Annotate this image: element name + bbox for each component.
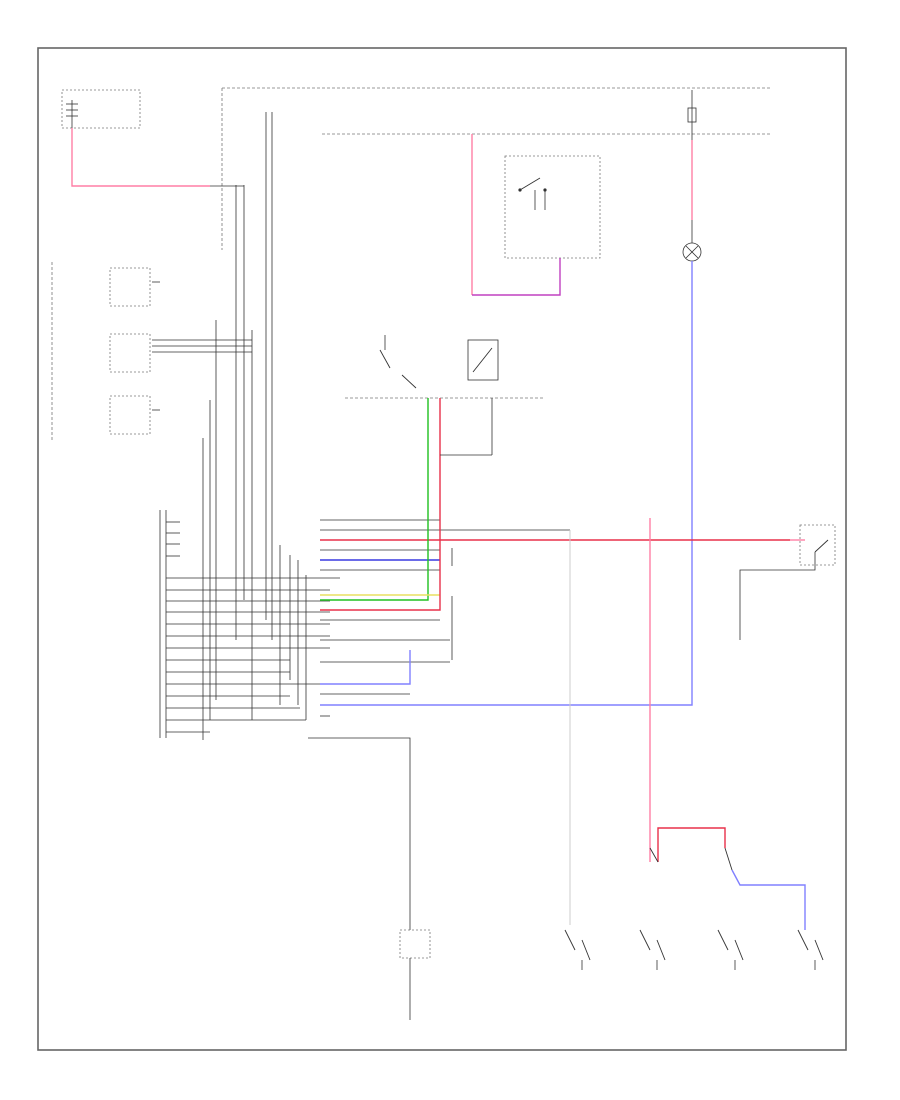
wire-red-top-left bbox=[71, 128, 210, 187]
door-switch-3 bbox=[717, 929, 744, 970]
door-switch-2 bbox=[639, 929, 666, 970]
bottom-sensor bbox=[399, 929, 431, 1020]
bottom-switch-pair bbox=[649, 847, 733, 871]
right-side-switch bbox=[739, 524, 836, 640]
wire-light-blue-bottom bbox=[731, 869, 806, 930]
diagram-frame bbox=[37, 47, 847, 1051]
center-connector-block bbox=[320, 519, 570, 717]
wire-blue-right bbox=[320, 261, 693, 706]
center-switch-assembly bbox=[345, 335, 545, 399]
door-switch-4 bbox=[797, 929, 824, 970]
left-trunk-wires bbox=[202, 112, 307, 740]
wire-red-bottom-jumper bbox=[657, 827, 726, 862]
door-switch-1 bbox=[564, 929, 591, 970]
control-module-pins bbox=[159, 510, 340, 738]
wire-black-ground-feed bbox=[308, 737, 411, 930]
control-relay-box bbox=[504, 155, 601, 259]
hot-at-all-times-fuse-box bbox=[61, 89, 141, 129]
wire-light-blue-small bbox=[320, 650, 411, 685]
wire-red-switch bbox=[320, 398, 441, 611]
left-sensor-boxes bbox=[109, 267, 252, 435]
wire-violet-center bbox=[472, 258, 561, 296]
wire-green bbox=[320, 398, 429, 601]
